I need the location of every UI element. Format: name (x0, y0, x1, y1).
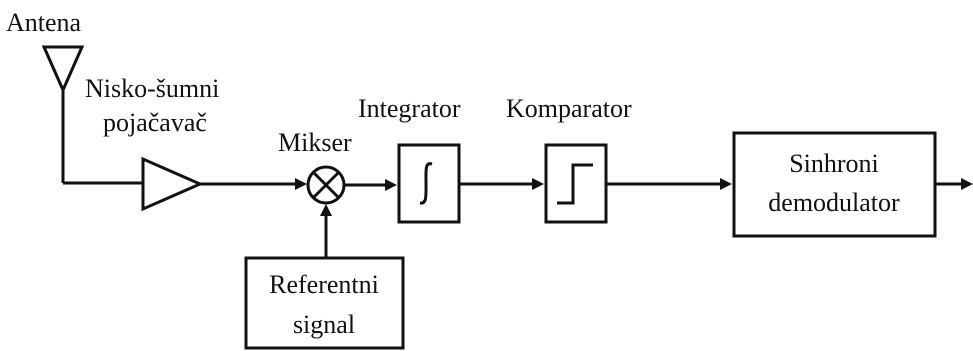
arrow-icon (385, 179, 397, 191)
arrow-icon (720, 178, 732, 190)
antenna-icon (41, 45, 85, 183)
comparator-block (544, 143, 608, 224)
mixer-label: Mikser (278, 128, 352, 157)
mixer-icon (306, 165, 346, 205)
integrator-block (397, 143, 461, 224)
lna-label-line1: Nisko-šumni (85, 74, 219, 103)
sync-demodulator-label-line1: Sinhroni (789, 149, 879, 178)
integral-icon (419, 162, 433, 205)
comparator-label: Komparator (506, 94, 632, 123)
arrow-icon (320, 204, 332, 216)
lna-label-line2: pojačavač (103, 108, 207, 137)
arrow-icon (295, 178, 307, 190)
reference-signal-block (244, 256, 405, 350)
reference-label-line2: signal (293, 310, 355, 339)
reference-label-line1: Referentni (269, 270, 379, 299)
arrow-icon (961, 178, 973, 190)
step-icon (557, 163, 593, 205)
arrow-icon (532, 178, 544, 190)
antenna-label: Antena (6, 8, 82, 37)
amplifier-icon (141, 156, 204, 212)
sync-demodulator-label-line2: demodulator (768, 188, 900, 217)
integrator-label: Integrator (358, 94, 461, 123)
